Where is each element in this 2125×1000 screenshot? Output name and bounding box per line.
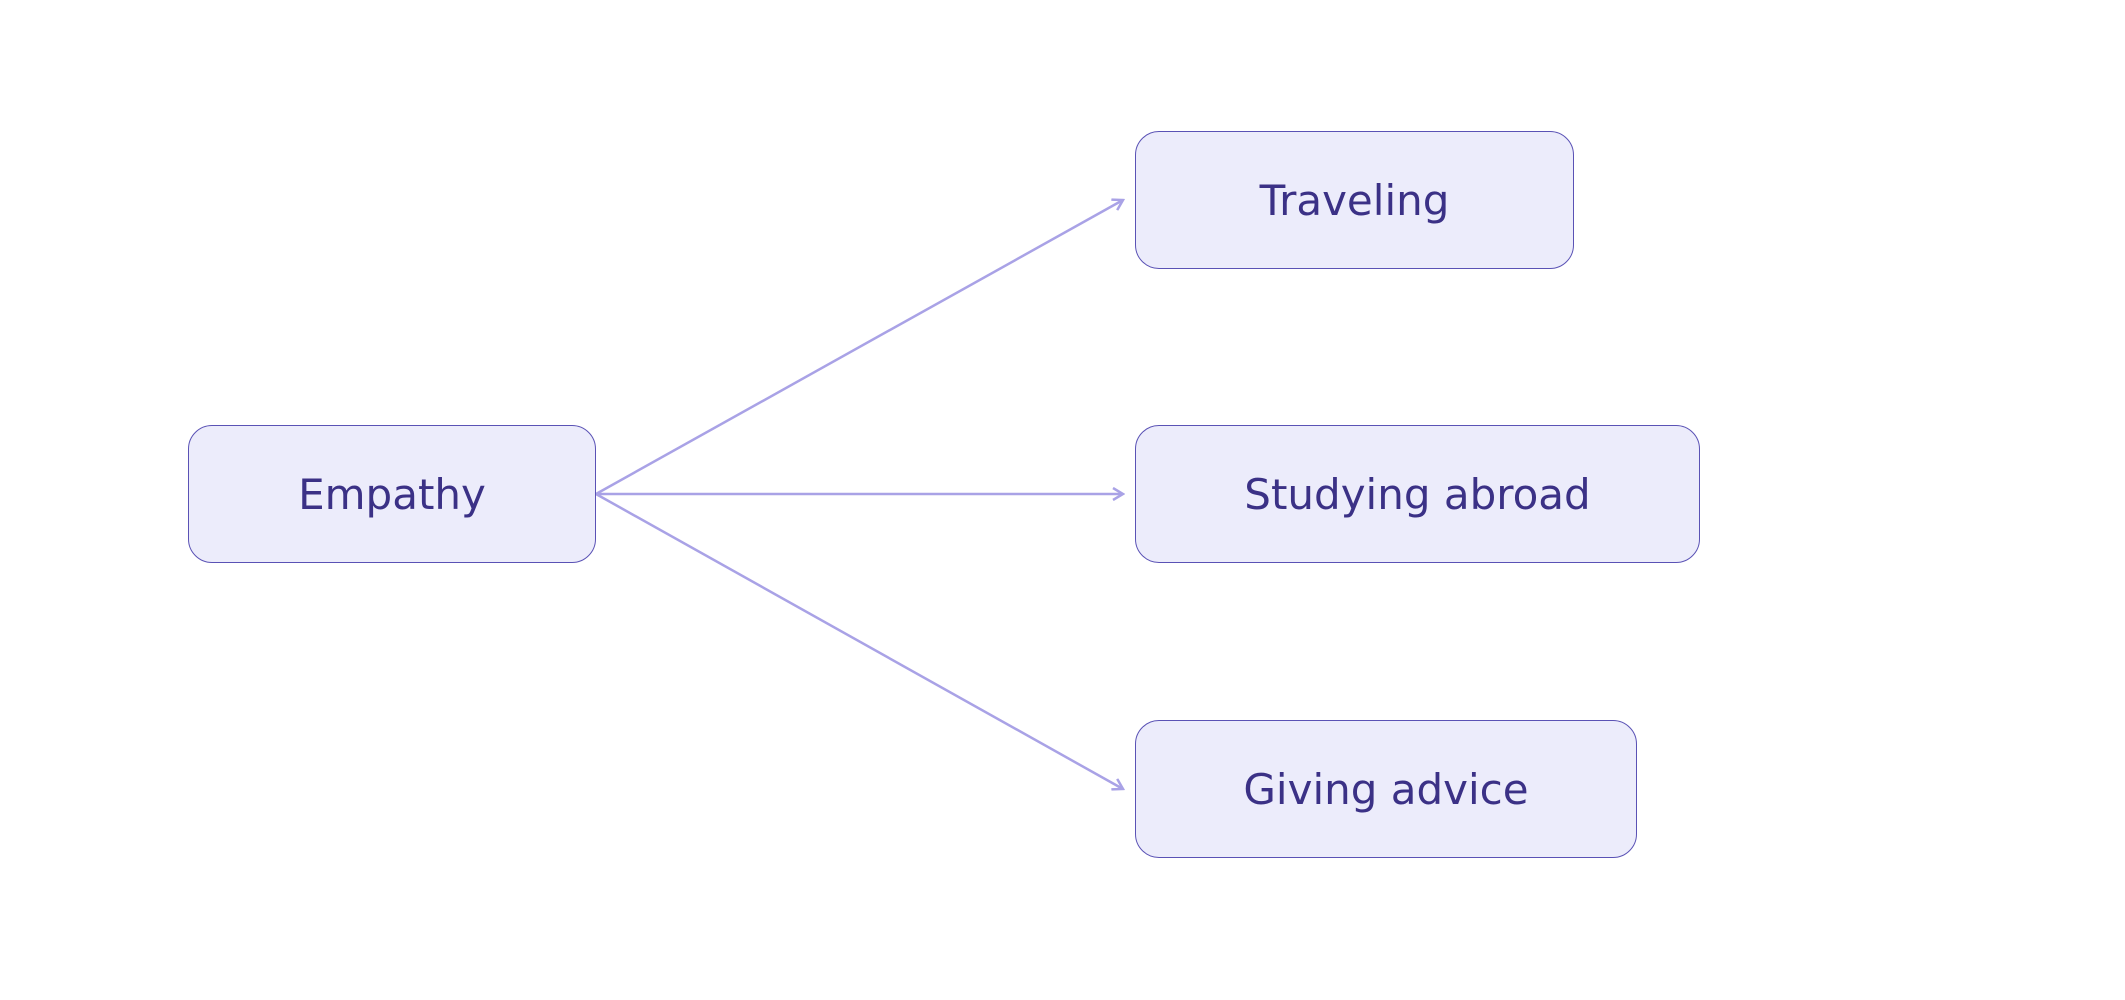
node-giving-advice-label: Giving advice [1243, 764, 1529, 814]
edge-empathy-to-giving-advice [595, 492, 1123, 789]
node-studying-abroad[interactable]: Studying abroad [1135, 425, 1700, 563]
node-traveling[interactable]: Traveling [1135, 131, 1574, 269]
edge-empathy-to-traveling [595, 200, 1123, 496]
node-studying-abroad-label: Studying abroad [1244, 469, 1591, 519]
node-traveling-label: Traveling [1259, 175, 1450, 225]
node-empathy[interactable]: Empathy [188, 425, 596, 563]
node-giving-advice[interactable]: Giving advice [1135, 720, 1637, 858]
node-empathy-label: Empathy [298, 469, 486, 519]
